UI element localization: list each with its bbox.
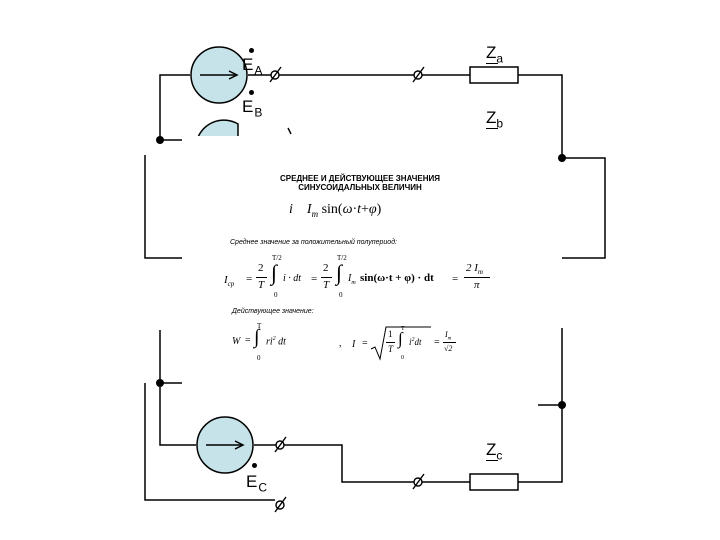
rms-value-caption: Действующее значение: xyxy=(232,308,314,315)
overlay-title-line2: СИНУСОИДАЛЬНЫХ ВЕЛИЧИН xyxy=(298,183,422,192)
terminal-a-left xyxy=(269,66,282,83)
emf-b-vector-dot xyxy=(249,90,254,95)
zb-underline xyxy=(486,128,498,129)
emf-a-vector-dot xyxy=(249,48,254,53)
emf-b-label: EB xyxy=(242,97,264,120)
zc-underline xyxy=(486,460,498,461)
formula-overlay: СРЕДНЕЕ И ДЕЙСТВУЮЩЕЕ ЗНАЧЕНИЯ СИНУСОИДА… xyxy=(182,136,538,372)
source-c xyxy=(196,416,254,474)
resistor-za xyxy=(469,66,519,84)
wiring xyxy=(144,74,606,501)
wire-phase-a xyxy=(159,74,563,158)
zb-label: Zb xyxy=(486,108,504,131)
terminal-c-left xyxy=(274,436,287,453)
terminal-c-right xyxy=(412,473,425,490)
source-a xyxy=(190,46,248,104)
terminal-b-tick xyxy=(287,127,292,135)
za-label: Za xyxy=(486,43,504,66)
zc-label: Zc xyxy=(486,440,503,463)
junction-dots xyxy=(156,136,566,409)
formula-separator-comma: , xyxy=(339,338,342,349)
emf-c-label: EC xyxy=(246,472,269,495)
overlay-title-line1: СРЕДНЕЕ И ДЕЙСТВУЮЩЕЕ ЗНАЧЕНИЯ xyxy=(280,174,440,183)
resistor-zc xyxy=(469,473,519,491)
source-b-partial xyxy=(195,119,239,141)
wire-neutral-left xyxy=(144,155,182,259)
emf-c-vector-dot xyxy=(252,463,257,468)
formula-current-definition: i Im sin(ω·t+φ) xyxy=(289,202,382,219)
emf-a-label: EA xyxy=(242,55,264,78)
terminal-a-right xyxy=(412,66,425,83)
radical-sign xyxy=(370,326,431,361)
wire-left-rail-lower xyxy=(144,330,275,501)
za-underline xyxy=(486,63,498,64)
avg-value-caption: Среднее значение за положительный полупе… xyxy=(230,239,398,246)
wire-phase-c xyxy=(254,328,563,483)
terminals xyxy=(269,66,425,513)
terminal-c-bottom xyxy=(274,496,287,513)
